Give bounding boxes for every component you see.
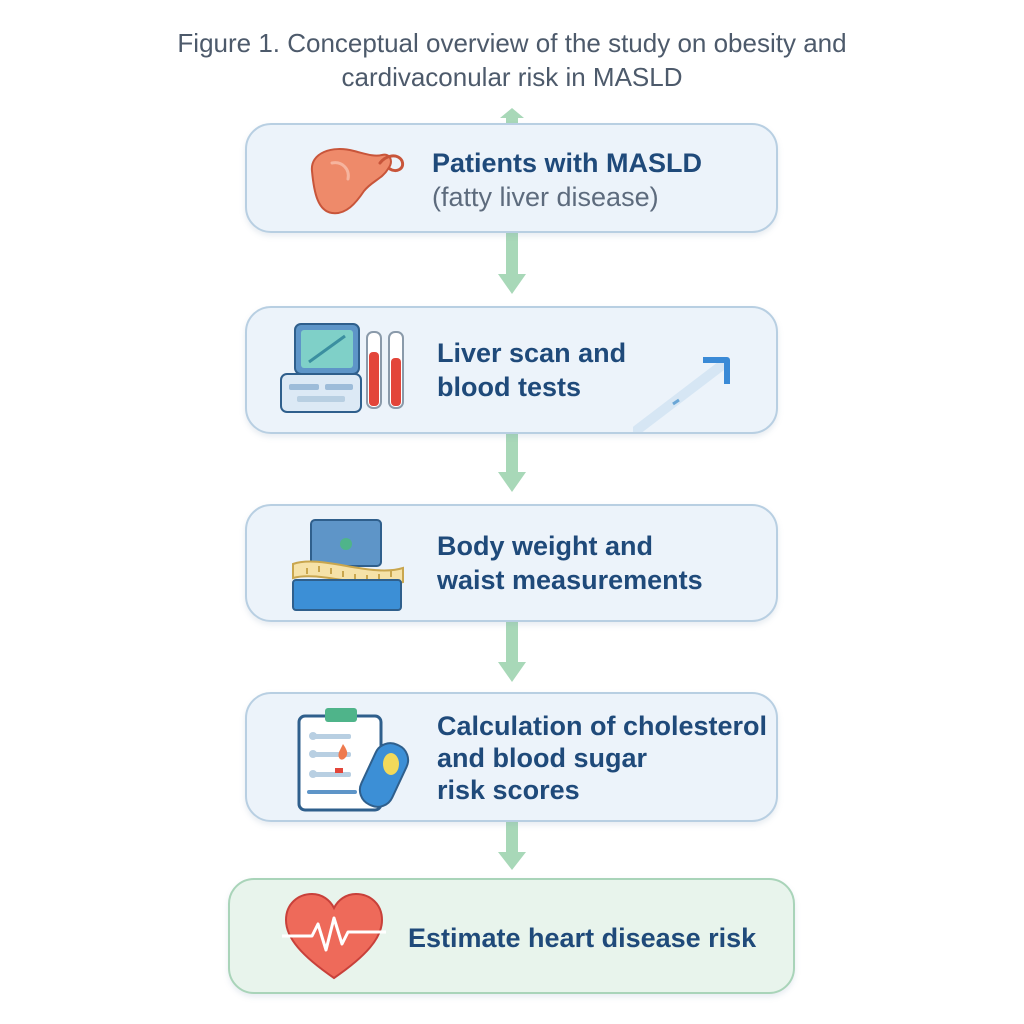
step-liver-scan-line-2: blood tests xyxy=(437,372,582,402)
step-liver-scan-line-1: Liver scan and xyxy=(437,338,627,368)
step-patients-subtitle: (fatty liver disease) xyxy=(432,182,659,212)
clipboard-icon xyxy=(297,708,410,812)
step-body-measurements: Body weight and waist measurements xyxy=(245,504,778,622)
step-body-measurements-line-1: Body weight and xyxy=(437,531,653,561)
connector-arrow-2 xyxy=(498,430,526,492)
step-heart-risk-title: Estimate heart disease risk xyxy=(408,923,757,953)
step-liver-scan: Liver scan and blood tests xyxy=(245,306,778,434)
liver-icon xyxy=(310,148,405,215)
step-risk-calculation-line-2: and blood sugar xyxy=(437,743,648,773)
step-patients: Patients with MASLD (fatty liver disease… xyxy=(245,123,778,233)
scale-icon xyxy=(292,519,404,611)
connector-arrow-4 xyxy=(498,818,526,870)
step-risk-calculation-line-3: risk scores xyxy=(437,775,580,805)
step-body-measurements-line-2: waist measurements xyxy=(437,565,703,595)
step-risk-calculation-line-1: Calculation of cholesterol xyxy=(437,711,768,741)
figure-title-line-1: Figure 1. Conceptual overview of the stu… xyxy=(177,28,847,58)
figure-title: Figure 1. Conceptual overview of the stu… xyxy=(0,26,1024,94)
connector-arrow-1 xyxy=(498,232,526,294)
step-risk-calculation: Calculation of cholesterol and blood sug… xyxy=(245,692,778,822)
figure-title-line-2: cardivaconular risk in MASLD xyxy=(341,62,683,92)
ultrasound-machine-icon xyxy=(280,323,404,413)
step-heart-risk: Estimate heart disease risk xyxy=(228,878,795,994)
connector-arrow-3 xyxy=(498,620,526,682)
heart-icon xyxy=(282,892,386,980)
rising-trend-arrow-icon xyxy=(633,357,730,432)
step-patients-title: Patients with MASLD xyxy=(432,148,703,178)
